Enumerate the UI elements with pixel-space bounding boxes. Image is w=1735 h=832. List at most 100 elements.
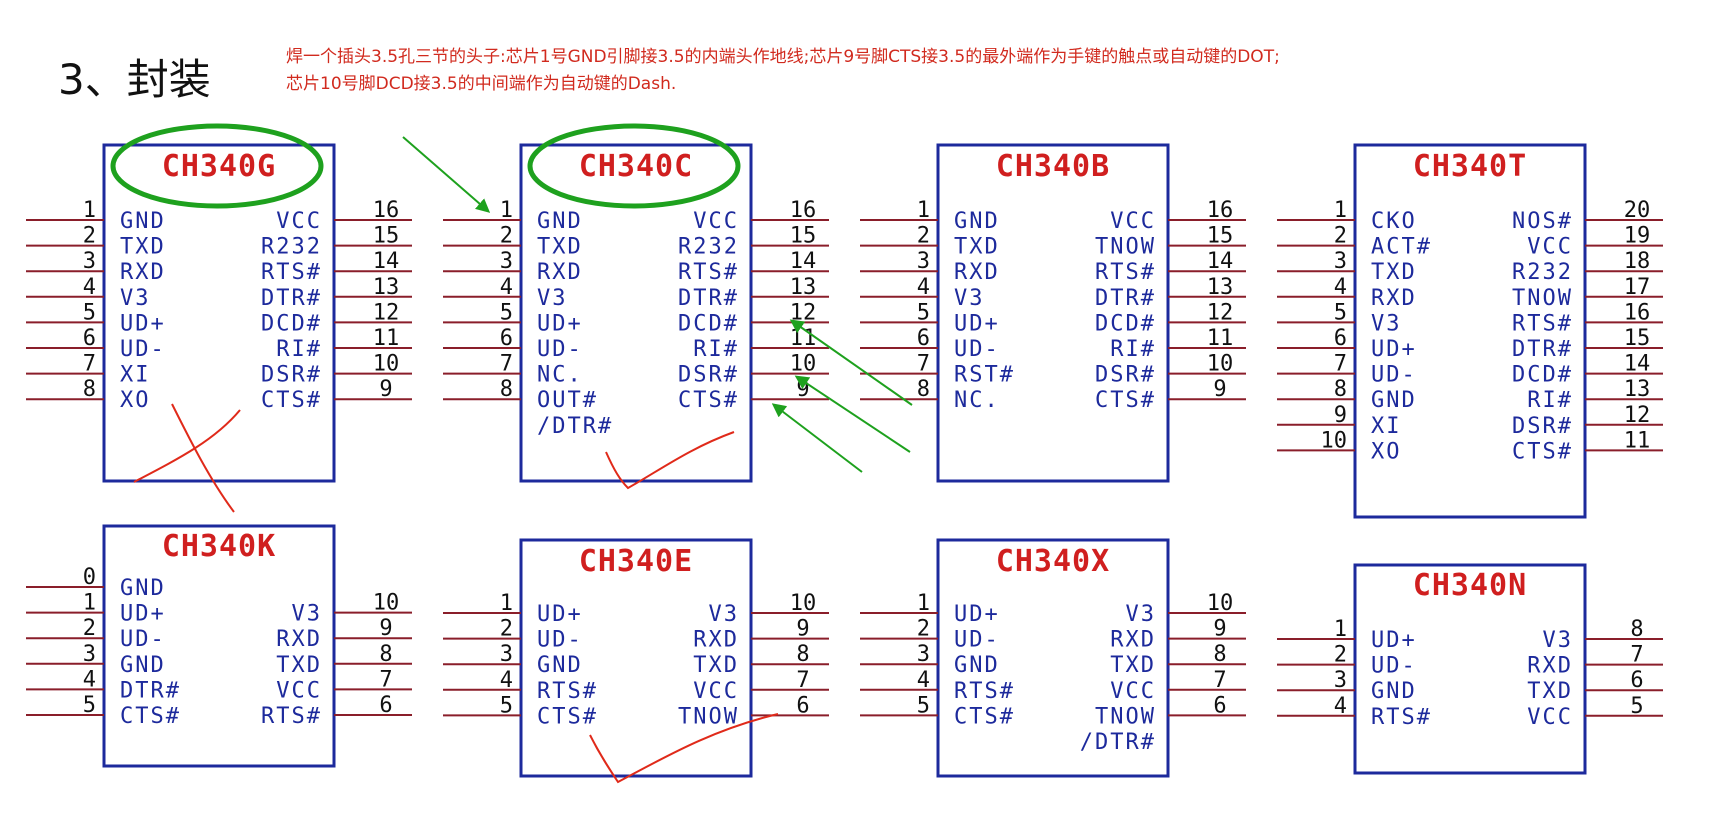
pin-label: DTR# <box>1512 337 1573 362</box>
pin-label: TNOW <box>1512 286 1573 311</box>
pin-label: TXD <box>537 235 583 260</box>
pin-label: RTS# <box>678 260 739 285</box>
pin-label: TNOW <box>678 704 739 729</box>
pin-label: R232 <box>678 235 739 260</box>
pin-label: UD+ <box>537 311 583 336</box>
pin-number: 14 <box>373 249 400 274</box>
pin-label: DSR# <box>678 363 739 388</box>
pin-label: RXD <box>954 260 1000 285</box>
pin-number: 5 <box>1630 694 1643 719</box>
pin-label: RXD <box>120 260 166 285</box>
pin-number: 1 <box>917 198 930 223</box>
wiring-note-line-2: 芯片10号脚DCD接3.5的中间端作为自动键的Dash. <box>286 74 676 94</box>
pin-label: V3 <box>120 286 151 311</box>
highlight-ellipse-ch340c <box>527 123 741 209</box>
pin-number: 5 <box>917 693 930 718</box>
pin-label: GND <box>537 653 583 678</box>
pin-label: RTS# <box>261 260 322 285</box>
pin-label: UD- <box>954 337 1000 362</box>
pin-label: GND <box>954 653 1000 678</box>
pin-number: 16 <box>790 198 817 223</box>
pin-number: 4 <box>83 275 96 300</box>
hand-annotations <box>110 123 913 784</box>
pin-label: TXD <box>693 653 739 678</box>
arrow-to-pin-1 <box>402 136 491 213</box>
pin-label: TNOW <box>1095 235 1156 260</box>
pin-label: GND <box>1371 679 1417 704</box>
pin-label: DTR# <box>120 678 181 703</box>
pin-number: 1 <box>83 198 96 223</box>
pin-label: XI <box>120 363 151 388</box>
chip-body <box>936 143 1170 483</box>
pin-number: 3 <box>917 249 930 274</box>
pin-label: /DTR# <box>537 414 613 439</box>
pin-label: NC. <box>954 388 1000 413</box>
pin-number: 4 <box>1334 275 1347 300</box>
chip-body <box>519 143 753 483</box>
pin-label: /DTR# <box>1080 730 1156 755</box>
pin-label: RXD <box>537 260 583 285</box>
pin-number: 13 <box>1624 377 1651 402</box>
pin-number: 7 <box>796 668 809 693</box>
pin-number: 14 <box>790 249 817 274</box>
chip-title: CH340E <box>579 544 693 579</box>
pin-number: 8 <box>1334 377 1347 402</box>
pin-label: DSR# <box>261 363 322 388</box>
pin-label: VCC <box>1527 705 1573 730</box>
pin-label: UD- <box>954 628 1000 653</box>
pin-label: UD+ <box>954 602 1000 627</box>
wiring-note-line-1: 焊一个插头3.5孔三节的头子:芯片1号GND引脚接3.5的内端头作地线;芯片9号… <box>286 47 1280 67</box>
pin-label: CTS# <box>1512 439 1573 464</box>
pin-label: RI# <box>1110 337 1156 362</box>
pin-number: 12 <box>1624 403 1651 428</box>
pin-number: 7 <box>1334 352 1347 377</box>
pin-label: UD- <box>1371 363 1417 388</box>
pin-number: 12 <box>1207 300 1234 325</box>
pin-number: 15 <box>1207 224 1234 249</box>
pin-label: V3 <box>1126 602 1157 627</box>
pin-number: 1 <box>917 591 930 616</box>
pin-number: 3 <box>500 642 513 667</box>
pin-label: XI <box>1371 414 1402 439</box>
pin-label: DSR# <box>1095 363 1156 388</box>
pin-number: 6 <box>796 693 809 718</box>
pin-number: 7 <box>917 352 930 377</box>
pin-label: RXD <box>276 627 322 652</box>
pin-label: TNOW <box>1095 704 1156 729</box>
pin-label: CTS# <box>261 388 322 413</box>
pin-number: 4 <box>917 668 930 693</box>
pin-number: 14 <box>1624 352 1651 377</box>
pin-label: UD- <box>1371 654 1417 679</box>
pin-label: UD+ <box>1371 337 1417 362</box>
arrow-to-pin-10 <box>794 375 911 453</box>
arrow-to-pin-12 <box>789 319 913 406</box>
pin-number: 17 <box>1624 275 1651 300</box>
pin-number: 16 <box>1624 300 1651 325</box>
pin-number: 6 <box>500 326 513 351</box>
pin-number: 14 <box>1207 249 1234 274</box>
pin-number: 2 <box>83 616 96 641</box>
pin-label: RTS# <box>954 679 1015 704</box>
pin-number: 13 <box>790 275 817 300</box>
pin-label: OUT# <box>537 388 598 413</box>
pin-number: 8 <box>1213 642 1226 667</box>
pin-label: TXD <box>276 653 322 678</box>
chip-title: CH340G <box>162 149 276 184</box>
pin-number: 2 <box>917 224 930 249</box>
pin-label: CTS# <box>1095 388 1156 413</box>
pin-number: 1 <box>1334 198 1347 223</box>
chip-body <box>1353 143 1587 519</box>
pin-label: XO <box>120 388 151 413</box>
pin-label: UD+ <box>120 602 166 627</box>
pin-label: RTS# <box>1095 260 1156 285</box>
pin-number: 20 <box>1624 198 1651 223</box>
pin-label: DCD# <box>678 311 739 336</box>
pin-number: 2 <box>1334 643 1347 668</box>
pin-label: TXD <box>954 235 1000 260</box>
pin-number: 1 <box>500 198 513 223</box>
chip-title: CH340N <box>1413 568 1527 603</box>
